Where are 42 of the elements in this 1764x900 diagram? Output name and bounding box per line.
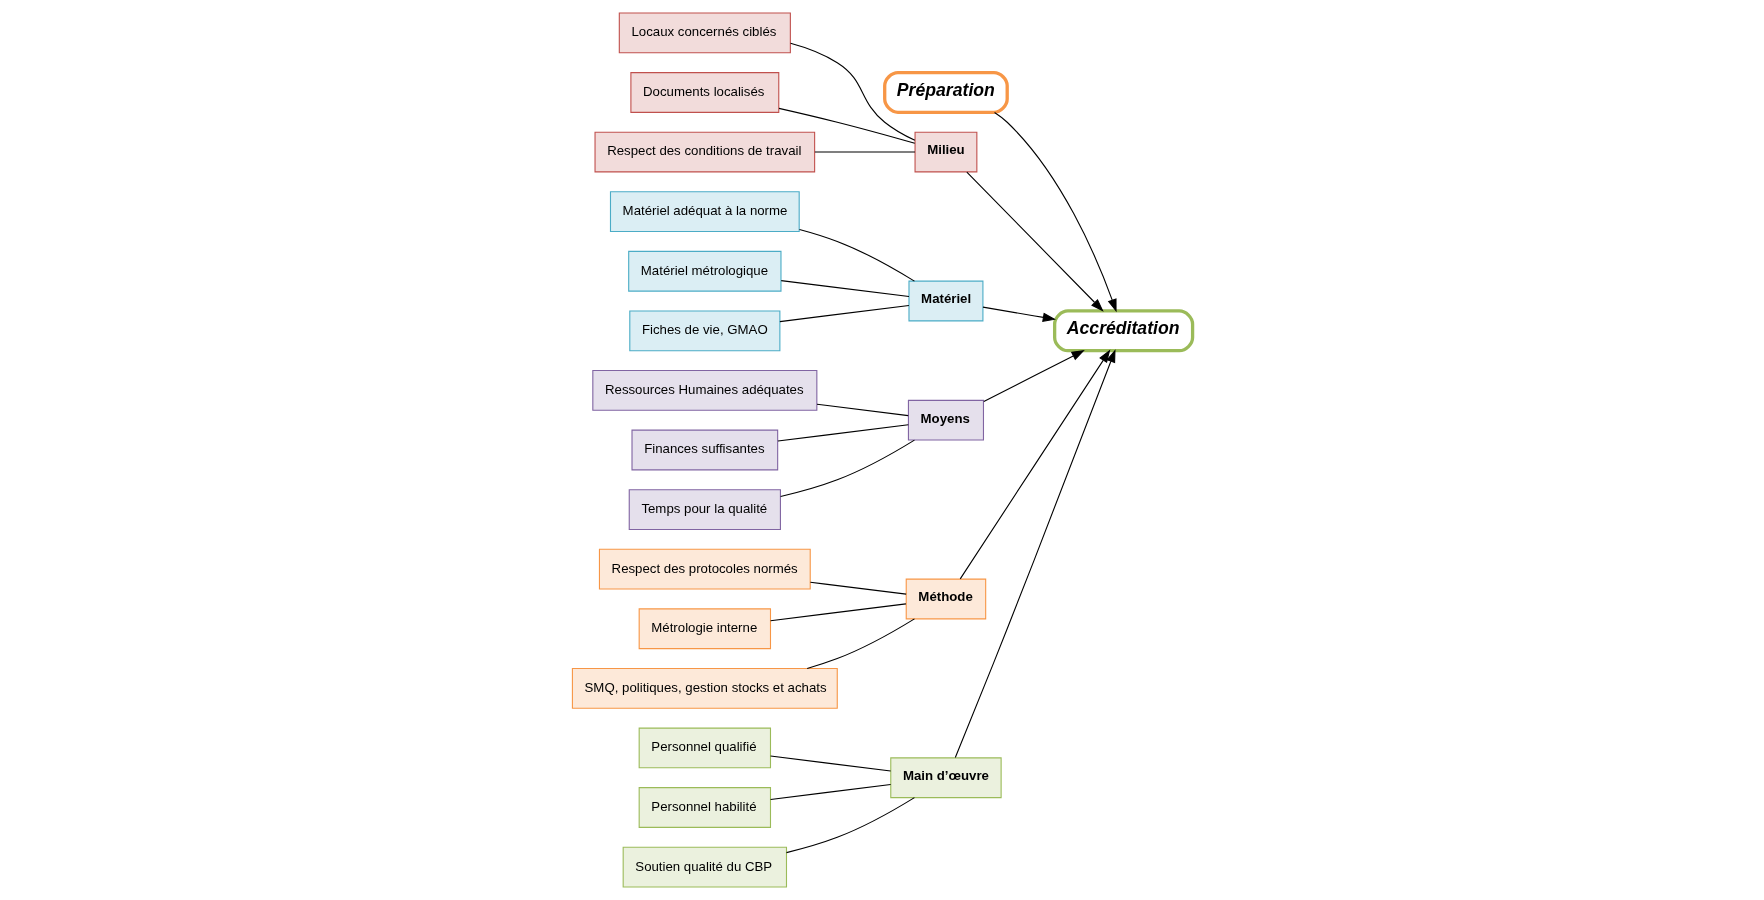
connector bbox=[769, 783, 891, 800]
arrow bbox=[982, 350, 1085, 403]
connector bbox=[809, 581, 907, 595]
node-box: Matériel bbox=[907, 280, 983, 322]
node-box: Métrologie interne bbox=[638, 608, 771, 650]
node-box: Soutien qualité du CBP bbox=[622, 846, 787, 888]
node-box: Matériel adéquat à la norme bbox=[609, 191, 800, 233]
node-box: Personnel habilité bbox=[638, 787, 771, 828]
node-box: Main d’œuvre bbox=[889, 757, 1002, 799]
node-box: Temps pour la qualité bbox=[628, 489, 781, 530]
node-box: Fiches de vie, GMAO bbox=[628, 310, 780, 352]
node-box: Documents localisés bbox=[629, 72, 779, 113]
connector bbox=[780, 280, 910, 298]
arrow bbox=[993, 111, 1117, 313]
arrow bbox=[981, 306, 1056, 322]
connector bbox=[806, 618, 915, 669]
connector bbox=[779, 439, 915, 498]
node-box: Accréditation bbox=[1052, 309, 1194, 353]
arrow bbox=[965, 171, 1104, 312]
node-box: Préparation bbox=[882, 70, 1009, 114]
connector bbox=[769, 603, 906, 622]
node-box: Respect des protocoles normés bbox=[598, 548, 811, 590]
node-box: Locaux concernés ciblés bbox=[618, 12, 791, 54]
node-box: Méthode bbox=[905, 578, 986, 620]
connector bbox=[789, 42, 915, 141]
connector bbox=[776, 424, 909, 442]
node-box: SMQ, politiques, gestion stocks et achats bbox=[571, 667, 838, 709]
connector bbox=[785, 797, 915, 854]
node-box: Finances suffisantes bbox=[630, 429, 778, 471]
node-box: Moyens bbox=[907, 399, 984, 441]
node-box: Personnel qualifié bbox=[638, 727, 771, 769]
connector bbox=[815, 403, 909, 417]
connector bbox=[769, 755, 891, 772]
node-box: Ressources Humaines adéquates bbox=[591, 370, 817, 411]
arrow bbox=[954, 349, 1115, 759]
connector bbox=[778, 304, 909, 323]
node-box: Milieu bbox=[914, 131, 977, 173]
connector bbox=[798, 228, 915, 282]
connector bbox=[777, 107, 915, 144]
arrow bbox=[959, 349, 1110, 580]
node-box: Respect des conditions de travail bbox=[594, 131, 815, 173]
node-box: Matériel métrologique bbox=[627, 250, 782, 292]
